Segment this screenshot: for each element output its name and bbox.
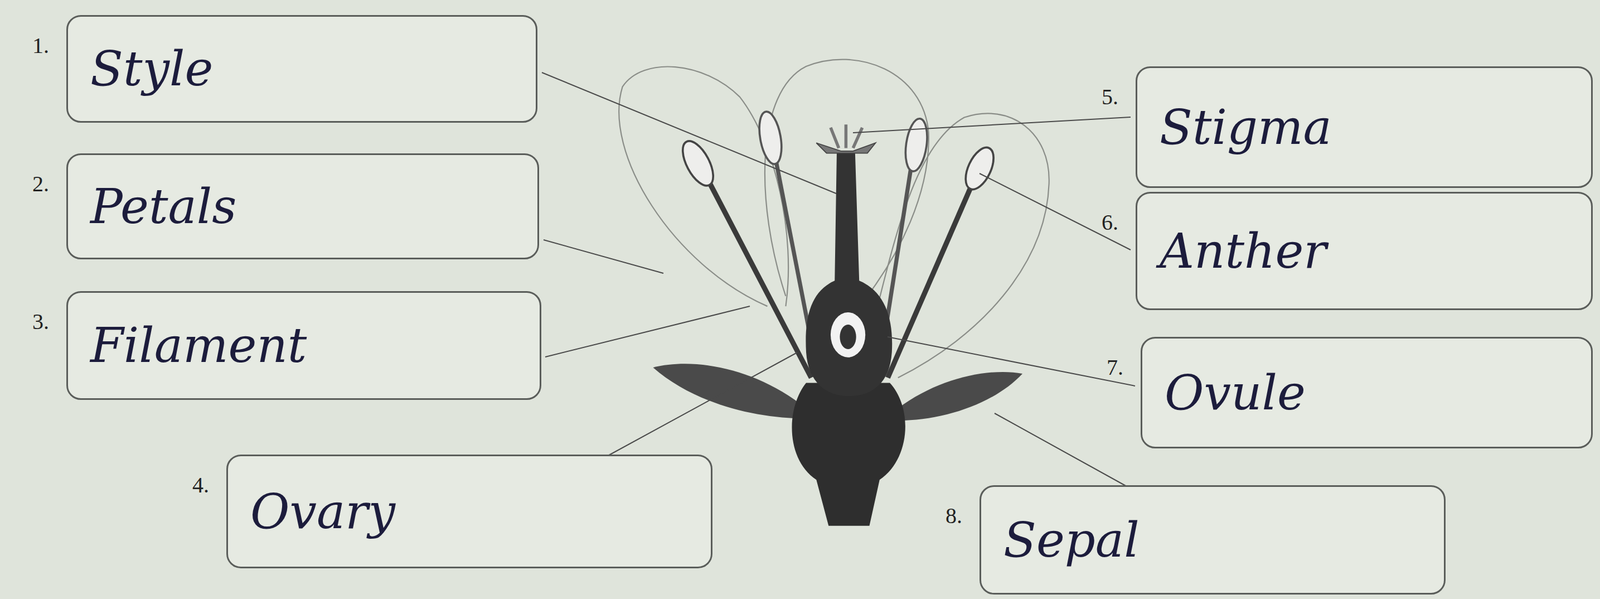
leader-line — [852, 117, 1131, 133]
part-name: Ovary — [228, 485, 418, 538]
sepal-shape — [898, 371, 1023, 421]
label-box: 1.Style — [66, 15, 538, 123]
label-box: 8.Sepal — [979, 485, 1446, 595]
label-box: 2.Petals — [66, 153, 540, 260]
anther — [676, 136, 720, 191]
ovule-core — [839, 324, 856, 349]
pistil — [805, 153, 892, 397]
part-name: Stigma — [1137, 100, 1355, 154]
stigma-lobes — [830, 124, 863, 148]
callout-number: 7. — [1106, 354, 1124, 381]
leader-line — [541, 72, 837, 194]
callout-number: 3. — [32, 308, 50, 335]
label-box: 5.Stigma — [1135, 66, 1593, 188]
label-box: 4.Ovary — [226, 454, 713, 569]
leader-line — [979, 173, 1131, 250]
filament — [887, 178, 975, 378]
ovule-shape — [830, 312, 866, 358]
receptacle — [792, 382, 906, 526]
part-name: Filament — [68, 318, 329, 372]
part-name: Sepal — [981, 513, 1162, 567]
anther — [755, 109, 786, 166]
label-box: 3.Filament — [66, 291, 542, 400]
leader-line — [994, 413, 1132, 489]
sepal-shape — [652, 363, 807, 419]
anther — [960, 143, 1000, 194]
callout-number: 5. — [1101, 83, 1119, 110]
callout-number: 8. — [945, 502, 963, 529]
leader-line — [543, 239, 664, 274]
callout-number: 4. — [192, 471, 210, 498]
callout-number: 2. — [32, 170, 50, 197]
anther — [902, 117, 930, 173]
leader-line — [604, 352, 798, 458]
label-box: 6.Anther — [1135, 191, 1593, 310]
filament — [701, 168, 812, 378]
leader-line — [887, 336, 1136, 386]
petal — [877, 113, 1050, 378]
label-box: 7.Ovule — [1140, 336, 1593, 449]
part-name: Anther — [1137, 224, 1349, 278]
leader-lines — [541, 72, 1136, 489]
part-name: Style — [68, 42, 236, 96]
petal — [618, 66, 789, 307]
part-name: Petals — [68, 180, 259, 234]
callout-number: 6. — [1101, 209, 1119, 236]
leader-line — [545, 306, 750, 357]
callout-number: 1. — [32, 32, 50, 59]
part-name: Ovule — [1142, 366, 1328, 420]
